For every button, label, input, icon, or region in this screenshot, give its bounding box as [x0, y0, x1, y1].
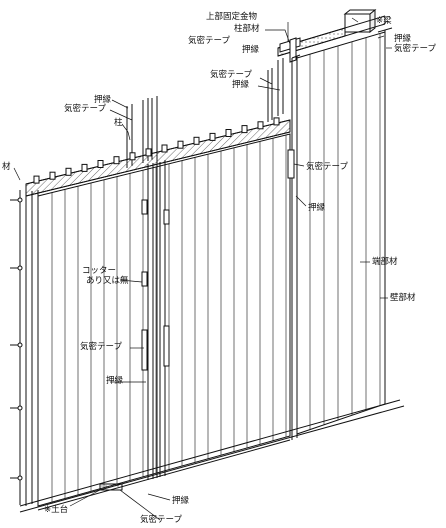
beam-notch: [177, 140, 184, 149]
label-cotter-line1: コッター: [82, 266, 117, 276]
beam-notch: [209, 132, 216, 141]
label-airtight-tape-top-right: 気密テープ: [394, 44, 436, 54]
label-upper-fixing-hardware: 上部固定金物: [206, 12, 258, 22]
left-wall-edge: [19, 190, 39, 506]
beam-notch: [113, 156, 120, 165]
leader-lines: [13, 17, 392, 521]
label-cotter-line2: あり又は無: [86, 276, 129, 286]
label-airtight-tape-bottom: 気密テープ: [140, 515, 182, 525]
label-batten-top-mid: 押縁: [242, 45, 260, 55]
label-joint-material: 端部材: [372, 257, 398, 267]
label-airtight-tape-right-mid: 気密テープ: [306, 162, 348, 172]
label-ceiling-beam: ※梁: [376, 16, 392, 26]
label-column-material-top: 柱部材: [234, 24, 260, 34]
beam-notch: [81, 163, 88, 172]
beam-notch: [273, 117, 280, 126]
beam-notch: [193, 136, 200, 145]
beam-notch: [33, 175, 40, 184]
label-airtight-tape-top-left: 気密テープ: [188, 36, 230, 46]
beam-notch: [65, 167, 72, 176]
label-batten-left-upper: 押縁: [94, 95, 112, 105]
beam-notch: [241, 125, 248, 134]
beam-notch: [161, 144, 168, 153]
label-batten-top-right: 押縁: [394, 34, 412, 44]
label-airtight-tape-lower-left: 気密テープ: [80, 342, 122, 352]
upper-battens: [267, 58, 284, 122]
beam-notch: [49, 171, 56, 180]
wall-panels: [37, 133, 291, 507]
beam-notch: [257, 121, 264, 130]
beam-notch: [97, 160, 104, 168]
label-batten-right-mid: 押縁: [308, 203, 326, 213]
beam-notch: [145, 148, 152, 157]
label-column: 柱: [114, 118, 123, 128]
label-batten-bottom: 押縁: [172, 496, 190, 506]
right-wall-panels: [287, 31, 386, 435]
label-wall-edge-material: 材: [2, 162, 11, 172]
center-joint-column: [141, 158, 170, 480]
label-batten-lower-left: 押縁: [106, 376, 124, 386]
bottom-sill: [19, 399, 405, 513]
label-batten-upper: 押縁: [232, 80, 250, 90]
label-airtight-tape-upper: 気密テープ: [210, 70, 252, 80]
label-wall-panel-material: 壁部材: [390, 293, 416, 303]
upper-fixing-hardware: [279, 37, 301, 63]
left-side-markers: [10, 197, 23, 481]
label-sill: ※土台: [44, 505, 69, 515]
label-airtight-tape-left-upper: 気密テープ: [64, 104, 106, 114]
beam-notch: [129, 152, 136, 161]
beam-notch: [225, 129, 232, 137]
